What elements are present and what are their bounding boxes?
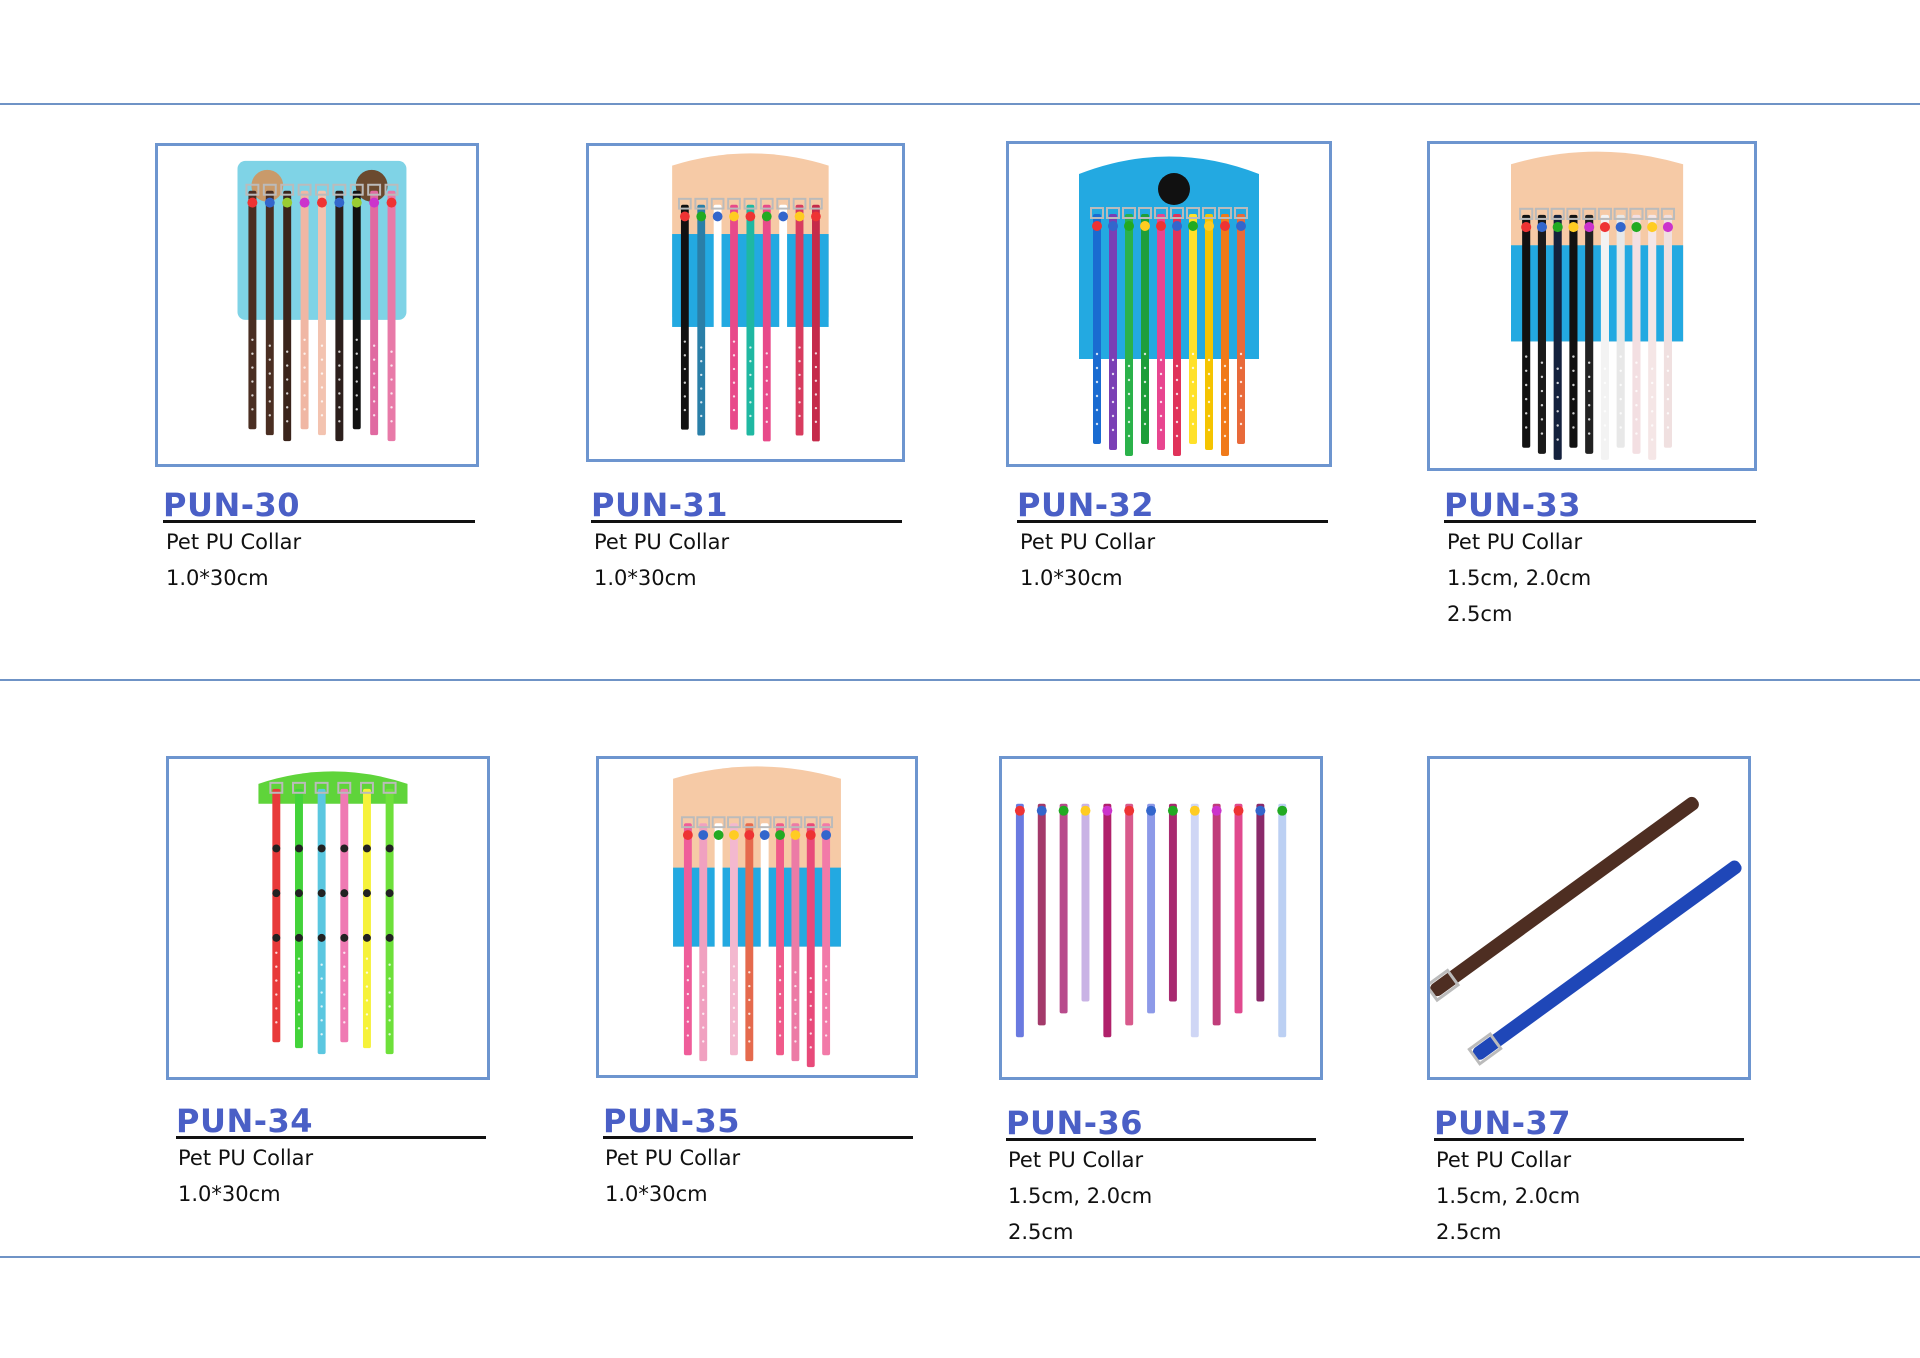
code-underline: [1444, 520, 1756, 523]
code-underline: [1006, 1138, 1316, 1141]
product-code: PUN-31: [591, 486, 729, 524]
product-size: 1.5cm, 2.0cm: [1447, 566, 1592, 590]
product-photo: [596, 756, 918, 1078]
product-size: 2.5cm: [1008, 1220, 1074, 1244]
product-name: Pet PU Collar: [166, 530, 302, 554]
product-code: PUN-30: [163, 486, 301, 524]
product-size: 1.0*30cm: [178, 1182, 281, 1206]
code-underline: [163, 520, 475, 523]
product-size: 2.5cm: [1447, 602, 1513, 626]
product-code: PUN-33: [1444, 486, 1582, 524]
product-code: PUN-35: [603, 1102, 741, 1140]
product-name: Pet PU Collar: [1020, 530, 1156, 554]
product-photo: [1427, 141, 1757, 471]
product-code: PUN-37: [1434, 1104, 1572, 1142]
product-name: Pet PU Collar: [1008, 1148, 1144, 1172]
code-underline: [603, 1136, 913, 1139]
middle-divider: [0, 679, 1920, 681]
product-name: Pet PU Collar: [1447, 530, 1583, 554]
product-photo: [155, 143, 479, 467]
bottom-divider: [0, 1256, 1920, 1258]
product-name: Pet PU Collar: [605, 1146, 741, 1170]
product-size: 1.5cm, 2.0cm: [1436, 1184, 1581, 1208]
product-photo: [999, 756, 1323, 1080]
product-photo: [1427, 756, 1751, 1080]
product-photo: [586, 143, 905, 462]
product-size: 2.5cm: [1436, 1220, 1502, 1244]
product-photo: [166, 756, 490, 1080]
product-code: PUN-36: [1006, 1104, 1144, 1142]
product-name: Pet PU Collar: [178, 1146, 314, 1170]
product-size: 1.5cm, 2.0cm: [1008, 1184, 1153, 1208]
code-underline: [591, 520, 902, 523]
product-name: Pet PU Collar: [1436, 1148, 1572, 1172]
product-name: Pet PU Collar: [594, 530, 730, 554]
product-size: 1.0*30cm: [166, 566, 269, 590]
product-code: PUN-32: [1017, 486, 1155, 524]
product-photo: [1006, 141, 1332, 467]
top-divider: [0, 103, 1920, 105]
code-underline: [1017, 520, 1328, 523]
code-underline: [1434, 1138, 1744, 1141]
product-size: 1.0*30cm: [605, 1182, 708, 1206]
code-underline: [176, 1136, 486, 1139]
product-size: 1.0*30cm: [594, 566, 697, 590]
product-size: 1.0*30cm: [1020, 566, 1123, 590]
product-code: PUN-34: [176, 1102, 314, 1140]
